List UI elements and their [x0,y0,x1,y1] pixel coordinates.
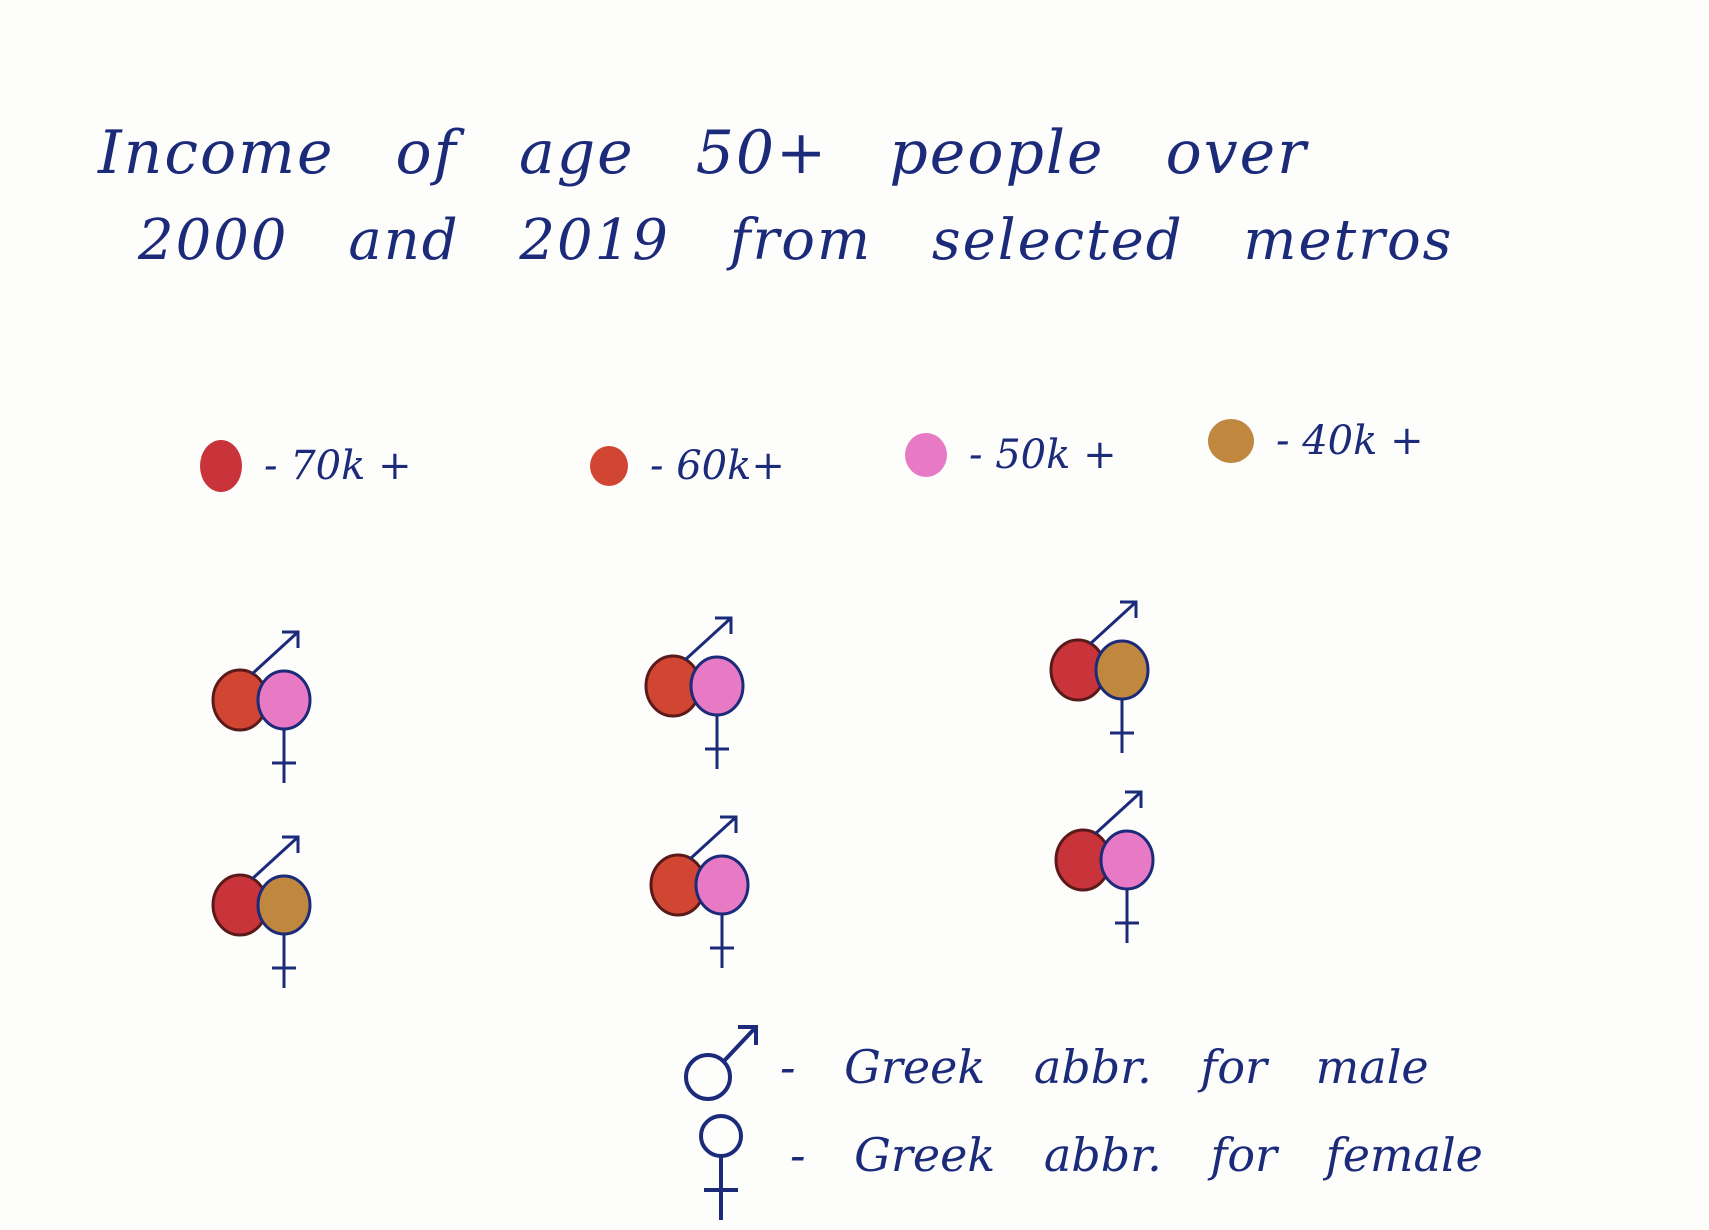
pair-6 [1054,790,1155,943]
legend-dot-50k [905,433,947,477]
note-male: - Greek abbr. for male [780,1040,1429,1094]
pair-5-male-arrow-icon [688,815,738,861]
legend-item-70k: - 70k + [200,440,412,492]
legend-item-50k: - 50k + [905,432,1117,478]
legend-label-40k: - 40k + [1276,418,1424,464]
legend-item-60k: - 60k+ [590,443,785,489]
pair-2 [644,616,745,769]
legend-label-50k: - 50k + [969,432,1117,478]
pair-1 [211,630,312,783]
legend-dot-70k [200,440,242,492]
pair-3 [1049,600,1150,753]
pair-4-female-dot [256,874,312,936]
pair-5 [649,815,750,968]
pair-4 [211,835,312,988]
legend-item-40k: - 40k + [1208,418,1424,464]
pair-2-male-arrow-icon [683,616,733,662]
note-female: - Greek abbr. for female [790,1128,1483,1182]
legend-label-60k: - 60k+ [650,443,785,489]
pair-6-male-arrow-icon [1093,790,1143,836]
female-symbol-icon [699,1114,743,1220]
pair-3-male-arrow-icon [1088,600,1138,646]
pair-3-female-dot [1094,639,1150,701]
pair-5-female-dot [694,854,750,916]
pair-1-male-arrow-icon [250,630,300,676]
male-symbol-icon [684,1025,758,1101]
pair-4-male-arrow-icon [250,835,300,881]
legend-label-70k: - 70k + [264,443,412,489]
title-line-1: Income of age 50+ people over [98,118,1308,188]
legend-dot-60k [590,446,628,486]
legend-dot-40k [1208,419,1254,463]
pair-2-female-dot [689,655,745,717]
pair-6-female-dot [1099,829,1155,891]
title-line-2: 2000 and 2019 from selected metros [138,208,1454,273]
pair-1-female-dot [256,669,312,731]
